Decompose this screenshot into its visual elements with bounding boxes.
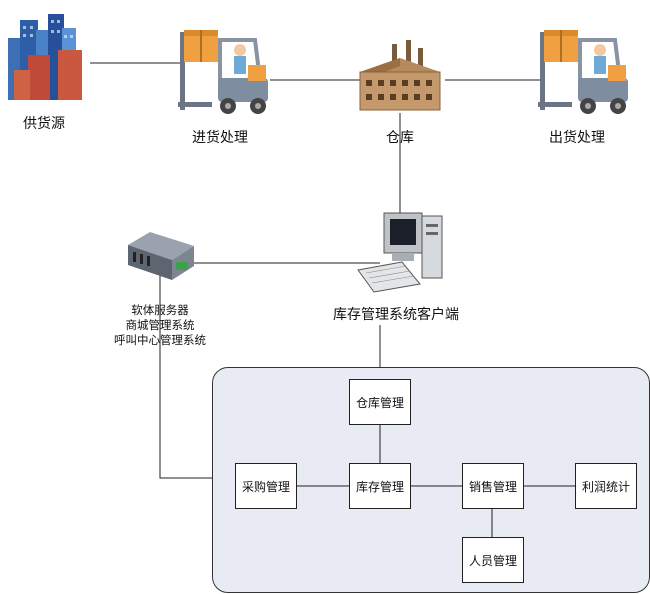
forklift-icon-inbound xyxy=(178,30,268,114)
module-staff-mgmt[interactable]: 人员管理 xyxy=(462,537,524,583)
outbound-label: 出货处理 xyxy=(549,130,605,146)
warehouse-label: 仓库 xyxy=(386,130,414,146)
server-icon xyxy=(128,232,194,280)
link-server-panel xyxy=(159,275,212,479)
server-label: 软体服务器 商城管理系统 呼叫中心管理系统 xyxy=(100,303,220,348)
server-label-line-3: 呼叫中心管理系统 xyxy=(114,333,206,347)
client-label: 库存管理系统客户端 xyxy=(333,307,459,323)
module-warehouse-mgmt[interactable]: 仓库管理 xyxy=(349,379,411,425)
module-sales-mgmt[interactable]: 销售管理 xyxy=(462,463,524,509)
supplier-label: 供货源 xyxy=(23,116,65,132)
server-label-line-2: 商城管理系统 xyxy=(125,318,195,332)
server-label-line-1: 软体服务器 xyxy=(131,303,189,317)
computer-icon xyxy=(357,212,443,293)
inbound-label: 进货处理 xyxy=(192,130,248,146)
module-purchase-mgmt[interactable]: 采购管理 xyxy=(235,463,297,509)
city-icon xyxy=(8,14,82,100)
connectors xyxy=(90,62,540,479)
module-inventory-mgmt[interactable]: 库存管理 xyxy=(349,463,411,509)
module-profit-stats[interactable]: 利润统计 xyxy=(575,463,637,509)
factory-icon xyxy=(359,40,441,111)
forklift-icon-outbound xyxy=(538,30,628,114)
